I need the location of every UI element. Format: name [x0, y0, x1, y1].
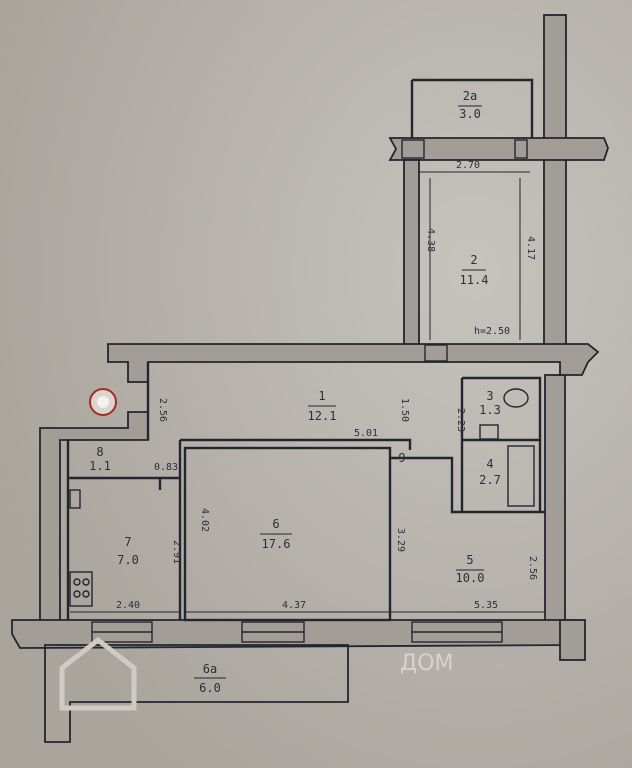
- room-6-outline: [183, 446, 392, 622]
- room-number: 2: [470, 253, 477, 267]
- sink-icon: [69, 489, 81, 509]
- dimension-label: 2.40: [116, 600, 140, 611]
- dimension-label: 4.17: [525, 236, 536, 260]
- dimension-label: h=2.50: [474, 326, 510, 337]
- room-area: 2.7: [479, 473, 501, 487]
- wall-balcony-6a: [44, 644, 349, 743]
- room-area: 17.6: [262, 537, 291, 551]
- window-2-left: [401, 139, 425, 159]
- dimension-label: 1.50: [399, 398, 410, 422]
- partition-2a-top: [412, 78, 534, 138]
- room-number: 9: [398, 451, 405, 465]
- window-2-right: [514, 139, 528, 159]
- watermark-text: ДОМ: [400, 651, 454, 676]
- room-area: 6.0: [199, 681, 221, 695]
- dimension-labels: 2.70 4.38 4.17 h=2.50 2.56 1.50 5.01 2.2…: [116, 160, 538, 611]
- dimension-label: 2.23: [455, 408, 466, 432]
- watermark: ДОМ: [59, 636, 454, 711]
- walls: [11, 14, 609, 743]
- wall-right-stub: [559, 619, 586, 661]
- room-number: 3: [486, 389, 493, 403]
- wall-balcony-band: [388, 137, 609, 161]
- bathtub-icon: [507, 445, 535, 507]
- fixtures: [69, 388, 535, 607]
- stove-icon: [69, 571, 93, 607]
- dimension-label: 2.56: [527, 556, 538, 580]
- toilet-icon: [503, 388, 529, 408]
- dimension-label: 4.37: [282, 600, 306, 611]
- room-area: 12.1: [308, 409, 337, 423]
- wall-bottom: [11, 619, 585, 649]
- dimension-label: 4.02: [199, 508, 210, 532]
- wall-corridor-top: [107, 343, 600, 383]
- dimension-label: 2.70: [456, 160, 480, 171]
- partitions: [66, 78, 545, 622]
- wall-right-lower: [544, 374, 566, 631]
- room-area: 11.4: [460, 273, 489, 287]
- wall-right-upper: [543, 14, 567, 361]
- wall-room2-left: [403, 159, 420, 351]
- room-number: 5: [466, 553, 473, 567]
- dimension-label: 3.29: [395, 528, 406, 552]
- dimension-label: 0.83: [154, 462, 178, 473]
- watermark-logo-icon: [59, 636, 137, 711]
- gas-riser-icon: [89, 388, 117, 416]
- dimension-label: 2.56: [157, 398, 168, 422]
- room-area: 1.3: [479, 403, 501, 417]
- room-number: 8: [96, 445, 103, 459]
- door-2: [424, 344, 448, 362]
- dimension-label: 5.35: [474, 600, 498, 611]
- dimension-lines: [70, 171, 545, 613]
- room-number: 1: [318, 389, 325, 403]
- room-area: 10.0: [456, 571, 485, 585]
- room-number: 2а: [463, 89, 477, 103]
- room-number: 4: [486, 457, 493, 471]
- room-labels: 2а 3.0 2 11.4 1 12.1 3 1.3 4 2.7 9 8 1.1…: [89, 89, 501, 695]
- dimension-label: 5.01: [354, 428, 378, 439]
- dimension-label: 4.38: [425, 228, 436, 252]
- room-number: 6а: [203, 662, 217, 676]
- windows: [91, 139, 528, 643]
- washbasin-icon: [479, 424, 499, 440]
- dimension-label: 2.91: [171, 540, 182, 564]
- room-number: 6: [272, 517, 279, 531]
- room-area: 7.0: [117, 553, 139, 567]
- room-area: 1.1: [89, 459, 111, 473]
- room-number: 7: [124, 535, 131, 549]
- room-area: 3.0: [459, 107, 481, 121]
